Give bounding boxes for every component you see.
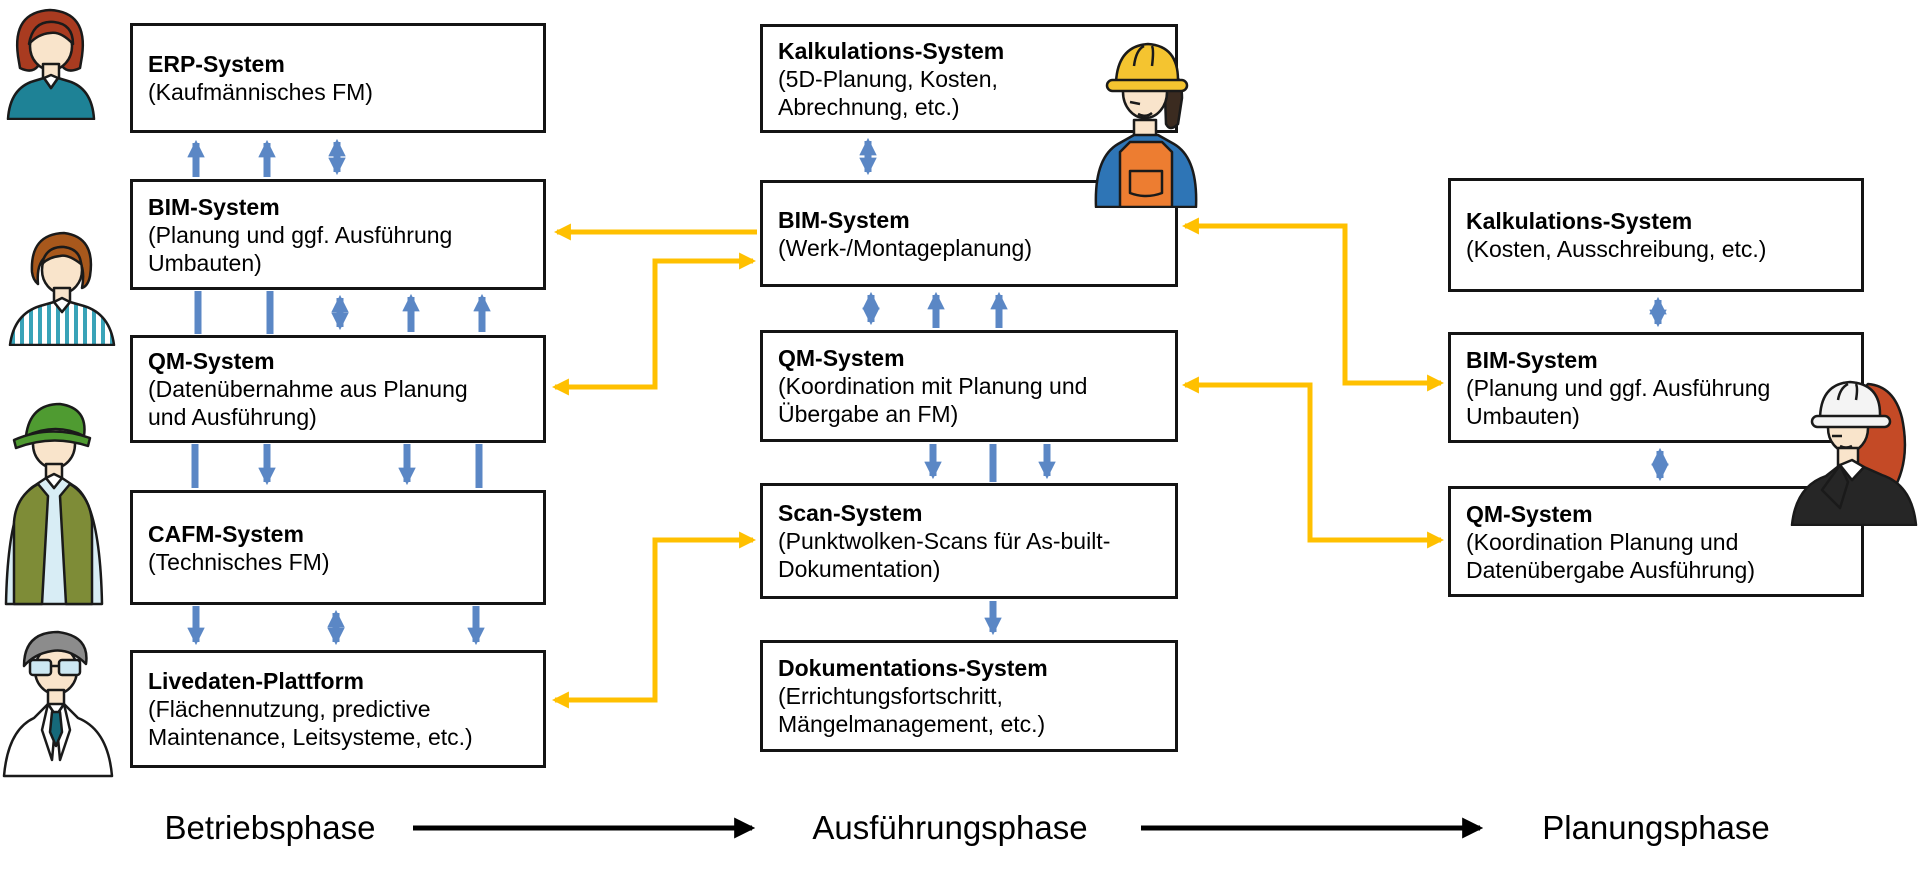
box-dokumentations-system: Dokumentations-System (Errichtungsfortsc… bbox=[760, 640, 1178, 752]
box-title: BIM-System bbox=[148, 193, 280, 220]
box-subtitle: (Kaufmännisches FM) bbox=[148, 79, 373, 105]
box-title: Kalkulations-System bbox=[778, 37, 1005, 64]
box-title: Dokumentations-System bbox=[778, 655, 1048, 681]
yellow-arrow-qm-ausfuehrung-qm-planung bbox=[1181, 376, 1445, 549]
box-cafm-system: CAFM-System (Technisches FM) bbox=[130, 490, 546, 605]
phase-label-planungsphase: Planungsphase bbox=[1542, 809, 1770, 846]
yellow-arrow-bim-ausfuehrung-bim-planung bbox=[1181, 217, 1445, 392]
box-subtitle: (Datenübernahme aus Planung und Ausführu… bbox=[148, 376, 468, 430]
box-qm-system-planung: QM-System (Koordination Planung und Date… bbox=[1448, 486, 1864, 597]
box-title: BIM-System bbox=[778, 206, 910, 233]
box-subtitle: (Koordination Planung und Datenübergabe … bbox=[1466, 528, 1755, 583]
yellow-arrow-qm-betrieb-bim-ausfuehrung bbox=[551, 252, 757, 396]
yellow-arrow-livedaten-scan bbox=[551, 531, 757, 709]
box-title: QM-System bbox=[148, 348, 275, 374]
box-qm-system-ausfuehrung: QM-System (Koordination mit Planung und … bbox=[760, 330, 1178, 442]
box-subtitle: (5D-Planung, Kosten, Abrechnung, etc.) bbox=[778, 65, 998, 120]
box-subtitle: (Planung und ggf. Ausführung Umbauten) bbox=[1466, 374, 1771, 429]
building-user-man-striped-shirt-figure bbox=[8, 231, 116, 346]
construction-worker-hardhat-figure bbox=[1094, 42, 1198, 208]
fm-operations-woman-figure bbox=[6, 8, 96, 120]
box-title: Scan-System bbox=[778, 500, 923, 526]
phase-label-betriebsphase: Betriebsphase bbox=[164, 809, 376, 846]
box-title: Kalkulations-System bbox=[1466, 208, 1693, 234]
box-erp-system: ERP-System (Kaufmännisches FM) bbox=[130, 23, 546, 133]
box-scan-system: Scan-System (Punktwolken-Scans für As-bu… bbox=[760, 483, 1178, 599]
box-subtitle: (Technisches FM) bbox=[148, 548, 330, 575]
box-subtitle: (Punktwolken-Scans für As-built- Dokumen… bbox=[778, 528, 1111, 582]
box-subtitle: (Werk-/Montageplanung) bbox=[778, 234, 1032, 261]
box-subtitle: (Planung und ggf. Ausführung Umbauten) bbox=[148, 221, 453, 276]
box-subtitle: (Kosten, Ausschreibung, etc.) bbox=[1466, 236, 1767, 262]
box-subtitle: (Flächennutzung, predictive Maintenance,… bbox=[148, 696, 473, 750]
box-bim-system-betrieb: BIM-System (Planung und ggf. Ausführung … bbox=[130, 179, 546, 290]
box-title: BIM-System bbox=[1466, 346, 1598, 373]
box-title: QM-System bbox=[1466, 500, 1593, 527]
box-subtitle: (Errichtungsfortschritt, Mängelmanagemen… bbox=[778, 683, 1046, 737]
box-qm-system-betrieb: QM-System (Datenübernahme aus Planung un… bbox=[130, 335, 546, 443]
box-bim-system-planung: BIM-System (Planung und ggf. Ausführung … bbox=[1448, 332, 1864, 443]
doctor-lab-coat-man-figure bbox=[2, 630, 114, 778]
box-title: Livedaten-Plattform bbox=[148, 668, 364, 694]
box-livedaten-plattform: Livedaten-Plattform (Flächennutzung, pre… bbox=[130, 650, 546, 768]
planner-woman-hardhat-figure bbox=[1790, 380, 1918, 526]
phase-label-ausfuehrungsphase: Ausführungsphase bbox=[812, 809, 1088, 846]
box-title: QM-System bbox=[778, 345, 905, 371]
yellow-arrows bbox=[551, 217, 1445, 709]
box-subtitle: (Koordination mit Planung und Übergabe a… bbox=[778, 373, 1088, 427]
box-title: CAFM-System bbox=[148, 520, 304, 547]
technician-man-green-cap-figure bbox=[4, 402, 104, 606]
box-kalkulations-system-ausfuehrung: Kalkulations-System (5D-Planung, Kosten,… bbox=[760, 24, 1178, 133]
box-title: ERP-System bbox=[148, 51, 285, 77]
box-kalkulations-system-planung: Kalkulations-System (Kosten, Ausschreibu… bbox=[1448, 178, 1864, 292]
